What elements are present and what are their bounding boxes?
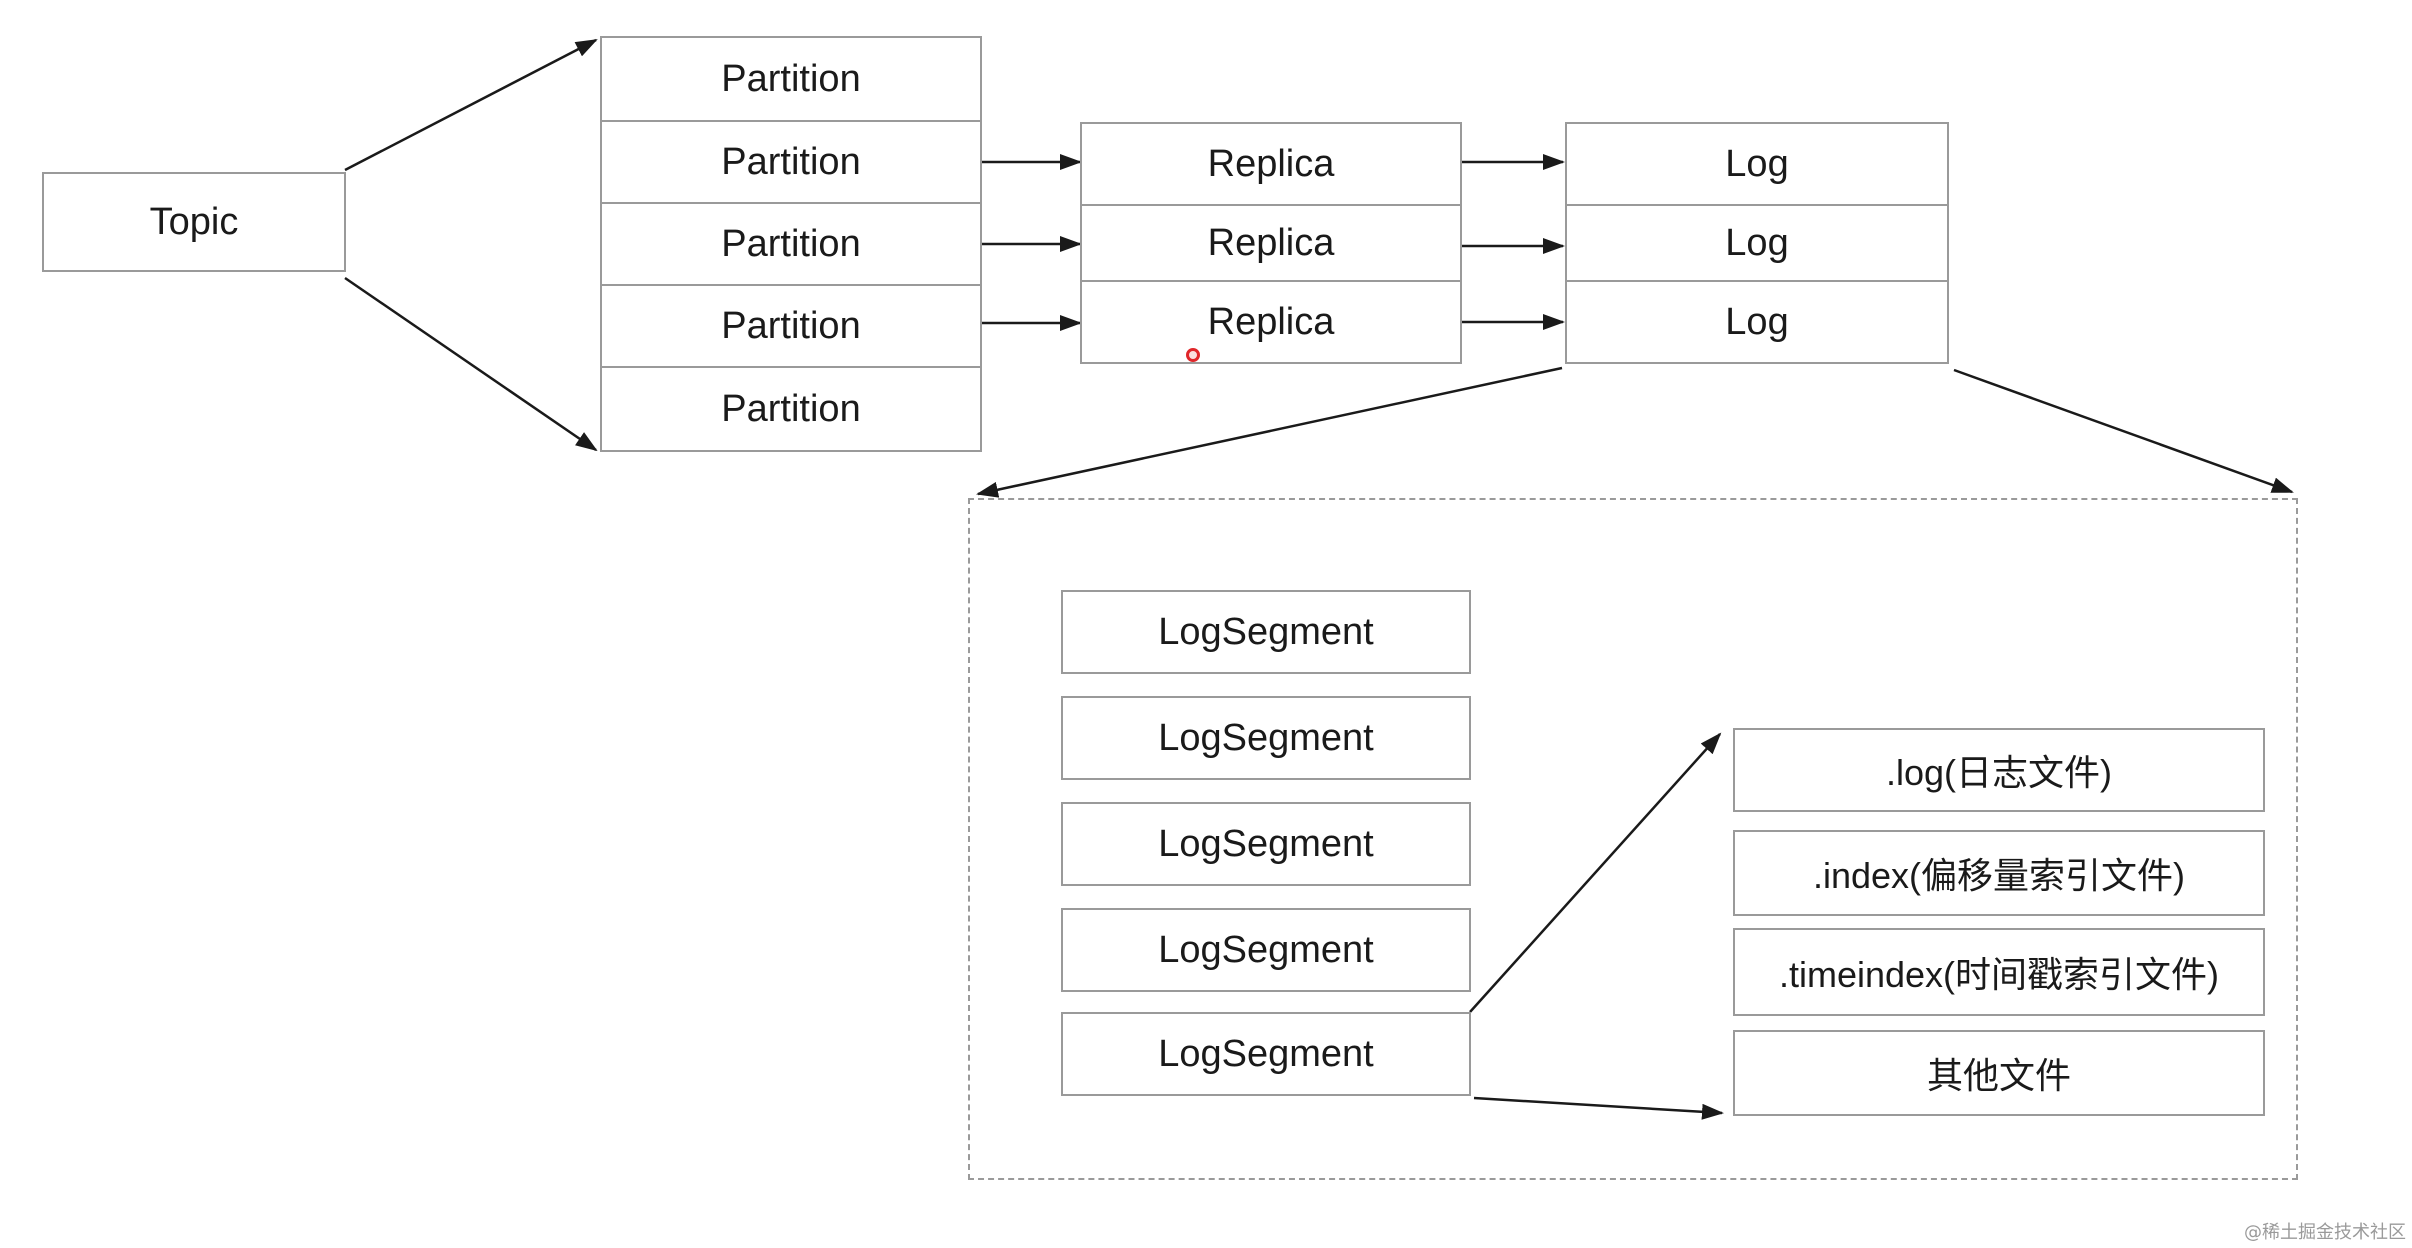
segment-file-label: .index(偏移量索引文件) <box>1812 855 2186 896</box>
segment-file-other: 其他文件 <box>1733 1030 2265 1116</box>
partition-box-5: Partition <box>600 366 982 452</box>
mouse-cursor-indicator <box>1186 348 1200 362</box>
replica-label: Replica <box>1207 300 1335 343</box>
segment-to-log-file-arrow <box>1469 732 1722 1013</box>
partition-label: Partition <box>721 57 861 100</box>
segment-file-label: .log(日志文件) <box>1885 752 2113 793</box>
partition-box-3: Partition <box>600 202 982 286</box>
log-label: Log <box>1725 300 1789 343</box>
log-segment-label: LogSegment <box>1158 1032 1374 1075</box>
partition-label: Partition <box>721 222 861 265</box>
log-to-detail-right-arrow <box>1953 368 2294 494</box>
log-segment-box-4: LogSegment <box>1061 908 1471 992</box>
replica-label: Replica <box>1207 221 1335 264</box>
log-segment-label: LogSegment <box>1158 822 1374 865</box>
partition-box-1: Partition <box>600 36 982 122</box>
partition-box-4: Partition <box>600 284 982 368</box>
segment-to-other-file-arrow <box>1473 1096 1724 1120</box>
log-segment-label: LogSegment <box>1158 610 1374 653</box>
log-segment-label: LogSegment <box>1158 716 1374 759</box>
log-segment-box-3: LogSegment <box>1061 802 1471 886</box>
log-segment-detail-container <box>968 498 2298 1180</box>
log-label: Log <box>1725 221 1789 264</box>
log-box-3: Log <box>1565 280 1949 364</box>
watermark: @稀土掘金技术社区 <box>2244 1222 2406 1243</box>
partition-label: Partition <box>721 140 861 183</box>
segment-file-timeindex: .timeindex(时间戳索引文件) <box>1733 928 2265 1016</box>
log-segment-box-2: LogSegment <box>1061 696 1471 780</box>
log-segment-label: LogSegment <box>1158 928 1374 971</box>
segment-file-label: 其他文件 <box>1926 1055 2071 1096</box>
segment-file-index: .index(偏移量索引文件) <box>1733 830 2265 916</box>
replica-box-2: Replica <box>1080 204 1462 282</box>
topic-label: Topic <box>149 200 239 243</box>
log-to-detail-left-arrow <box>976 366 1563 498</box>
partition-label: Partition <box>721 387 861 430</box>
replica-box-1: Replica <box>1080 122 1462 206</box>
log-segment-box-1: LogSegment <box>1061 590 1471 674</box>
log-segment-box-5: LogSegment <box>1061 1012 1471 1096</box>
topic-box: Topic <box>42 172 346 272</box>
replica-box-3: Replica <box>1080 280 1462 364</box>
log-box-1: Log <box>1565 122 1949 206</box>
log-box-2: Log <box>1565 204 1949 282</box>
segment-file-log: .log(日志文件) <box>1733 728 2265 812</box>
partition-box-2: Partition <box>600 120 982 204</box>
log-label: Log <box>1725 142 1789 185</box>
segment-file-label: .timeindex(时间戳索引文件) <box>1778 954 2220 995</box>
topic-to-partition-top-arrow <box>344 38 598 172</box>
replica-label: Replica <box>1207 142 1335 185</box>
topic-to-partition-bottom-arrow <box>344 276 598 452</box>
partition-label: Partition <box>721 304 861 347</box>
